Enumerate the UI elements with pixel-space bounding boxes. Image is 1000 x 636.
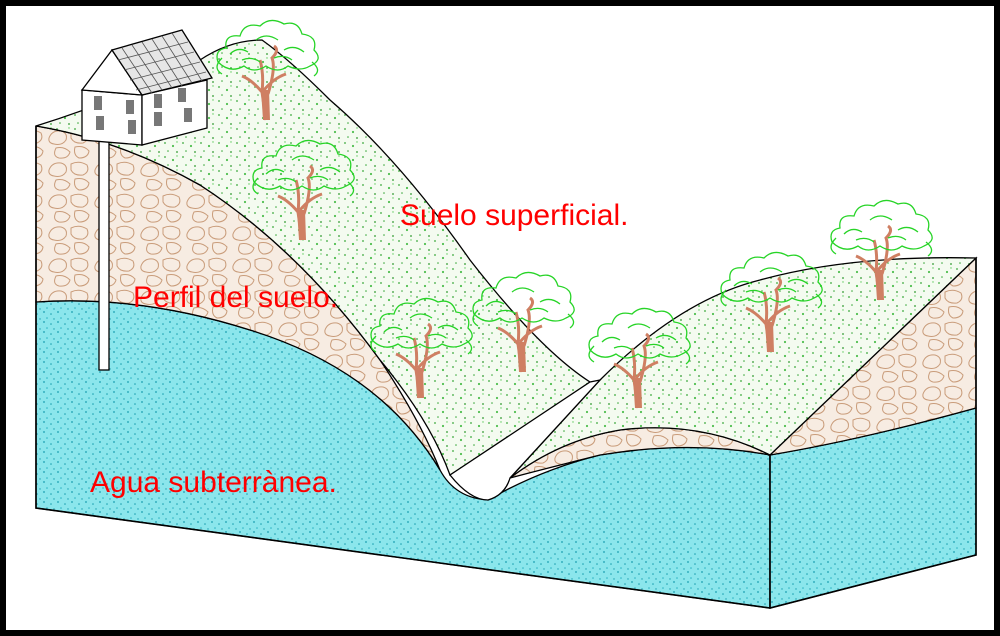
surface-soil-left — [35, 39, 592, 476]
valley-channel — [449, 378, 602, 501]
surface-soil-right — [509, 257, 978, 479]
label-soil-profile: Perfil del suelo. — [133, 281, 339, 314]
label-groundwater: Agua subterrànea. — [90, 466, 337, 499]
soil-cross-section — [35, 18, 978, 609]
label-surface-soil: Suelo superficial. — [400, 199, 629, 232]
house — [80, 29, 214, 146]
well-pipe — [98, 125, 110, 371]
